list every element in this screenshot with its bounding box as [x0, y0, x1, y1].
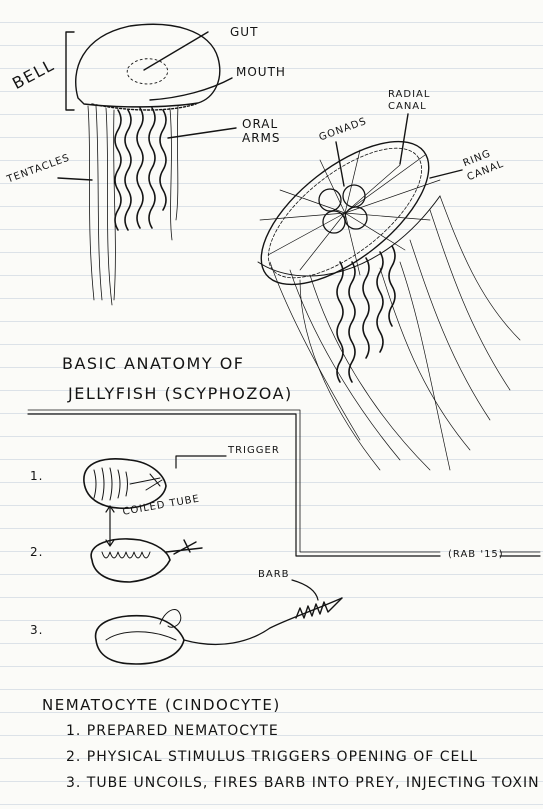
gut-pointer	[143, 31, 209, 71]
bell-rim	[91, 103, 197, 111]
oral-arms-label-line2: ARMS	[242, 131, 281, 145]
bell-bracket	[65, 31, 75, 111]
gut-label: GUT	[230, 25, 259, 39]
barb	[295, 597, 343, 619]
jellyfish-angled-view	[257, 113, 521, 471]
mouth-label: MOUTH	[236, 65, 286, 79]
bell-outline	[75, 23, 221, 108]
caption-step-1: 1. PREPARED NEMATOCYTE	[66, 723, 279, 739]
caption-heading: NEMATOCYTE (CINDOCYTE)	[42, 696, 281, 714]
title-line2: JELLYFISH (SCYPHOZOA)	[68, 384, 293, 403]
ring-canal-rim	[260, 140, 430, 286]
connector-frame	[27, 413, 441, 557]
caption-step-2: 2. PHYSICAL STIMULUS TRIGGERS OPENING OF…	[66, 749, 478, 765]
caption-step-3: 3. TUBE UNCOILS, FIRES BARB INTO PREY, I…	[66, 775, 540, 791]
tentacles	[87, 105, 179, 306]
stage-2-number: 2.	[30, 545, 44, 559]
connector-frame-inner	[27, 409, 441, 553]
radial-canal-pointer	[399, 113, 409, 165]
barb-pointer	[291, 579, 319, 601]
radial-canal-label-line1: RADIAL	[388, 89, 431, 100]
trigger-pointer	[175, 455, 227, 469]
nematocyte-stage-1	[83, 455, 227, 510]
nematocyte-stage-2	[90, 505, 203, 583]
gonads	[318, 184, 368, 234]
jellyfish-side-view	[57, 23, 237, 306]
uncoiled-tube	[183, 597, 343, 646]
title-line1: BASIC ANATOMY OF	[62, 354, 245, 373]
nematocyte-stage-3	[94, 579, 343, 665]
ring-canal-pointer	[429, 169, 463, 179]
oral-arms-label-line1: ORAL	[242, 117, 279, 131]
barb-label: BARB	[258, 569, 290, 580]
gonads-pointer	[335, 141, 345, 187]
stage-1-number: 1.	[30, 469, 44, 483]
tentacles-pointer	[57, 177, 93, 181]
oral-arms-pointer	[167, 127, 237, 139]
angled-tentacles	[269, 195, 521, 471]
gut-outline	[126, 58, 168, 85]
radial-canals	[259, 149, 441, 276]
radial-canal-label-line2: CANAL	[388, 101, 427, 112]
stage-3-number: 3.	[30, 623, 44, 637]
trigger-label: TRIGGER	[228, 445, 280, 456]
oral-arms	[114, 107, 167, 231]
mouth-pointer	[149, 77, 233, 101]
angled-oral-arms	[336, 245, 396, 383]
signature: (RAB '15)	[448, 549, 504, 560]
coiled-tube-arrow	[105, 505, 115, 547]
